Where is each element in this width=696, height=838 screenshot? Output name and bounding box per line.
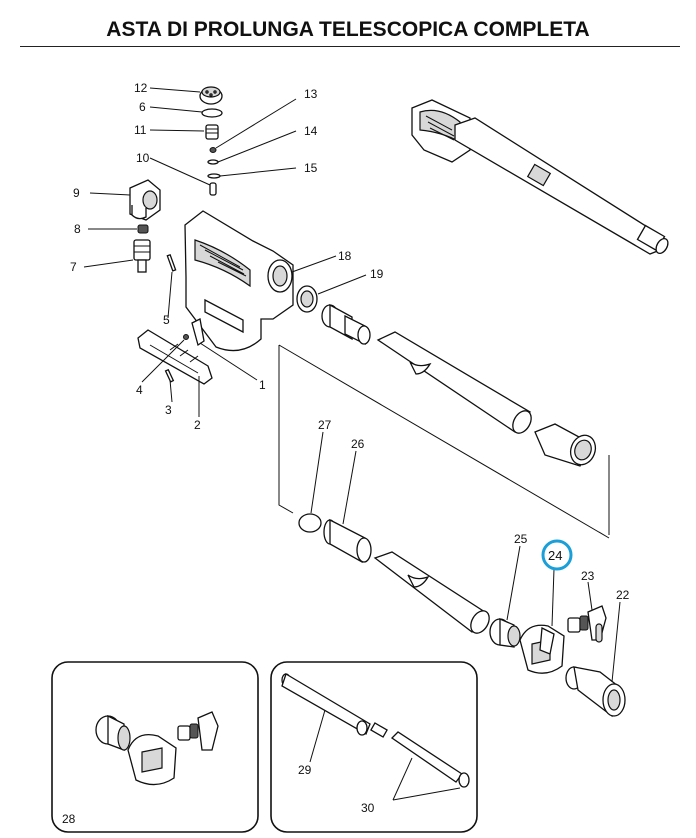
part-26-tube-fitting [323, 518, 372, 564]
label-10: 10 [136, 151, 150, 165]
part-12-cap [199, 86, 223, 105]
upper-tube [376, 331, 532, 434]
highlight-circle [541, 539, 573, 571]
label-30: 30 [361, 801, 375, 815]
part-3-pin [164, 368, 175, 383]
label-6: 6 [139, 100, 146, 114]
label-15: 15 [304, 161, 318, 175]
assembled-lance-view [411, 99, 669, 255]
label-8: 8 [74, 222, 81, 236]
label-26: 26 [351, 437, 365, 451]
part-9-elbow-fitting [129, 179, 161, 221]
label-13: 13 [304, 87, 318, 101]
part-10-pin [209, 182, 217, 196]
part-18-handle-body [184, 210, 294, 352]
label-22: 22 [616, 588, 630, 602]
part-7-nozzle-adapter [133, 239, 151, 273]
part-27-oring [298, 513, 322, 533]
label-25: 25 [514, 532, 528, 546]
part-1-trigger [191, 318, 205, 347]
label-9: 9 [73, 186, 80, 200]
label-27: 27 [318, 418, 332, 432]
part-24-locking-collar [519, 624, 565, 674]
label-3: 3 [165, 403, 172, 417]
label-29: 29 [298, 763, 312, 777]
label-23: 23 [581, 569, 595, 583]
label-18: 18 [338, 249, 352, 263]
part-8-nut [137, 224, 149, 234]
tube-end-coupling [534, 423, 597, 467]
part-2-trigger-guard [137, 329, 213, 385]
part-25-bushing [489, 618, 521, 648]
inset-lance-parts [281, 673, 470, 788]
leader-lines [83, 87, 621, 801]
lower-tube [373, 551, 490, 634]
label-28: 28 [62, 812, 76, 826]
part-4-spring [183, 334, 189, 340]
label-12: 12 [134, 81, 148, 95]
label-1: 1 [259, 378, 266, 392]
part-23-lever-fitting [567, 605, 607, 643]
label-4: 4 [136, 383, 143, 397]
assembly-bracket-lines [278, 344, 610, 539]
part-6-oring [201, 108, 223, 118]
part-11-screw [205, 124, 219, 140]
part-22-end-nut [565, 666, 626, 718]
connector-fitting [321, 303, 371, 346]
title-underline [20, 46, 680, 47]
label-2: 2 [194, 418, 201, 432]
page-title: ASTA DI PROLUNGA TELESCOPICA COMPLETA [106, 18, 590, 41]
label-24: 24 [548, 548, 562, 563]
label-5: 5 [163, 313, 170, 327]
label-14: 14 [304, 124, 318, 138]
label-7: 7 [70, 260, 77, 274]
inset-28-collar-assembly [95, 711, 219, 786]
part-19-ring [296, 285, 318, 313]
part-5-pin [166, 253, 177, 272]
part-13-14-15-small-parts [207, 147, 221, 179]
label-11: 11 [134, 123, 147, 137]
part-labels: 12 6 11 10 13 14 15 9 8 7 18 19 5 1 4 3 … [62, 81, 630, 826]
label-19: 19 [370, 267, 384, 281]
